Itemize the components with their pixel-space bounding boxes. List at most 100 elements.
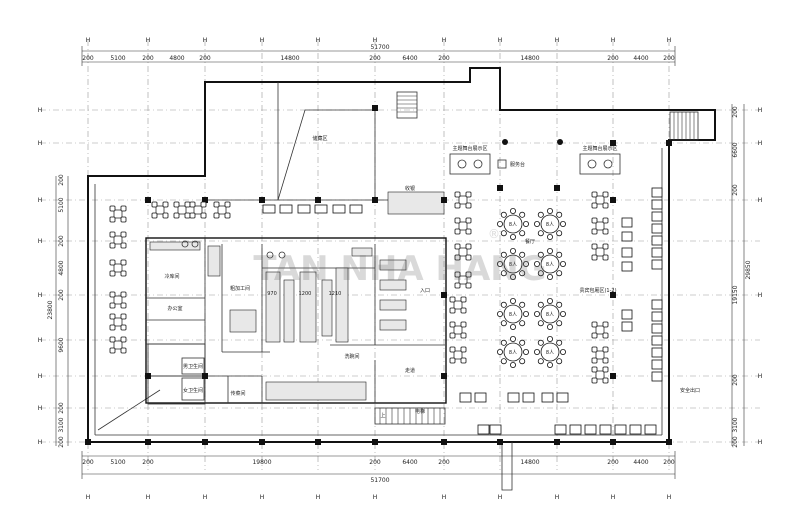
booth-seat <box>584 424 597 435</box>
top-dim-2: 4800 <box>169 55 184 62</box>
label-pass: 传菜间 <box>230 390 245 397</box>
left-dimension-chain: 5100 4800 9600 3100 23800 200 200 200 20… <box>38 107 69 448</box>
svg-text:H: H <box>373 37 378 44</box>
table-set-4 <box>151 201 169 219</box>
left-dim-3: 9600 <box>58 337 65 352</box>
table-set-4 <box>109 336 127 354</box>
svg-text:H: H <box>611 494 616 501</box>
bottom-edge-5: 200 <box>607 459 619 466</box>
booth-seat <box>621 247 633 258</box>
svg-text:H: H <box>442 494 447 501</box>
booth-seat <box>522 392 535 403</box>
svg-text:H: H <box>38 197 43 204</box>
bottom-edge-3: 200 <box>369 459 381 466</box>
label-corridor: 走道 <box>405 367 415 374</box>
right-total-dim: 29850 <box>745 260 752 279</box>
round-table-label: 8人 <box>546 262 554 268</box>
top-edge-6: 200 <box>607 55 619 62</box>
table-set-4 <box>591 321 609 339</box>
svg-text:H: H <box>38 337 43 344</box>
svg-text:200: 200 <box>732 106 739 118</box>
table-set-4 <box>454 271 472 289</box>
label-hall: 餐厅 <box>525 238 535 245</box>
top-edge-5: 200 <box>438 55 450 62</box>
table-set-4 <box>591 217 609 235</box>
table-set-4 <box>109 205 127 223</box>
booth-seat <box>651 235 663 246</box>
round-table: 8人 <box>496 297 530 330</box>
left-dim-2: 4800 <box>58 260 65 275</box>
label-vip: 贵宾包厢区(1-2) <box>579 287 616 294</box>
round-table: 8人 <box>534 297 567 330</box>
label-elevator: 电梯 <box>415 408 425 415</box>
svg-text:H: H <box>146 494 151 501</box>
svg-text:200: 200 <box>58 402 65 414</box>
stair-top <box>396 91 418 119</box>
table-set-4 <box>591 366 609 384</box>
svg-text:H: H <box>442 37 447 44</box>
svg-text:H: H <box>758 373 763 380</box>
booth-seat <box>651 311 663 322</box>
label-kdim-2: 1200 <box>299 291 312 297</box>
svg-text:H: H <box>146 37 151 44</box>
booth-seat <box>651 211 663 222</box>
booth-seat <box>569 424 582 435</box>
watermark-text: TAN NHA HANG <box>253 249 546 289</box>
label-service: 服务台 <box>510 161 525 168</box>
booth-seat <box>554 424 567 435</box>
round-table: 8人 <box>534 247 567 280</box>
booth-seat <box>332 204 346 214</box>
left-dim-1: 5100 <box>58 197 65 212</box>
stair-bottom <box>374 407 446 425</box>
booth-seat <box>651 187 663 198</box>
top-total-dim: 51700 <box>370 44 389 51</box>
table-set-4 <box>213 201 231 219</box>
left-dim-4: 3100 <box>58 417 65 432</box>
label-cold-room: 冷库间 <box>164 273 179 280</box>
label-office: 办公室 <box>167 305 182 312</box>
svg-text:H: H <box>667 494 672 501</box>
table-set-4 <box>109 291 127 309</box>
svg-text:H: H <box>38 238 43 245</box>
round-table-label: 8人 <box>546 312 554 318</box>
structural-columns <box>85 105 672 445</box>
booth-seat <box>651 347 663 358</box>
bottom-axis-markers: H H H H H H H H H H H <box>86 494 672 501</box>
booth-seat <box>349 204 363 214</box>
booth-seat <box>651 199 663 210</box>
svg-text:H: H <box>86 494 91 501</box>
svg-text:H: H <box>758 197 763 204</box>
top-edge-2: 200 <box>142 55 154 62</box>
svg-text:H: H <box>203 37 208 44</box>
bottom-total-dim: 51700 <box>370 477 389 484</box>
right-dim-1: 6600 <box>732 142 739 157</box>
table-set-4 <box>449 321 467 339</box>
left-axis-markers: H H H H H H H H H <box>38 107 43 446</box>
top-edge-4: 200 <box>369 55 381 62</box>
booth-seat <box>489 424 502 435</box>
svg-text:H: H <box>203 494 208 501</box>
booth-seat <box>621 217 633 228</box>
booth-seat <box>279 204 293 214</box>
booth-seat <box>651 323 663 334</box>
stage-displays <box>449 139 621 175</box>
booth-seat <box>629 424 642 435</box>
restroom-block <box>147 343 206 405</box>
booth-seat <box>614 424 627 435</box>
table-set-4 <box>173 201 191 219</box>
top-dim-1: 5100 <box>110 55 125 62</box>
booth-seat <box>297 204 311 214</box>
booth-seat <box>599 424 612 435</box>
svg-text:H: H <box>38 405 43 412</box>
svg-text:H: H <box>555 494 560 501</box>
label-stage-left: 主题舞台展示区 <box>452 145 487 152</box>
booth-seat <box>477 424 490 435</box>
svg-text:H: H <box>86 37 91 44</box>
label-storage: 储藏区 <box>312 135 327 142</box>
bottom-edge-2: 200 <box>142 459 154 466</box>
table-set-4 <box>189 201 207 219</box>
top-edge-1: 200 <box>82 55 94 62</box>
table-set-4 <box>454 191 472 209</box>
registered-mark: ® <box>488 227 500 241</box>
